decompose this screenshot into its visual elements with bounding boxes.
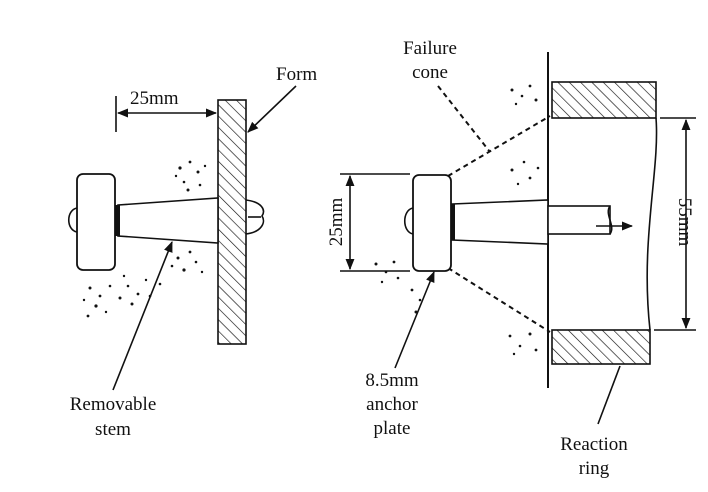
removable-stem bbox=[117, 197, 219, 244]
form-leader bbox=[247, 85, 297, 133]
anchor-label-line1: 8.5mm bbox=[365, 370, 419, 391]
ring-leader bbox=[597, 365, 621, 425]
cover-dimension-label: 25mm bbox=[130, 88, 179, 109]
anchor-label-line2: anchor bbox=[366, 394, 418, 415]
pull-rod-taper bbox=[451, 199, 549, 245]
anchor-nub bbox=[403, 207, 414, 235]
pull-rod bbox=[547, 205, 611, 235]
failure-cone-upper bbox=[447, 115, 551, 177]
insert-disc bbox=[76, 173, 116, 271]
right-figure: 25mm 55mm Failure cone 8.5mm anchor plat… bbox=[326, 38, 696, 479]
ring-dimension-label: 55mm bbox=[674, 198, 695, 247]
anchor-plate bbox=[412, 174, 452, 272]
stem-leader bbox=[112, 240, 173, 391]
stem-label-line2: stem bbox=[95, 419, 131, 440]
failure-label-line1: Failure bbox=[403, 38, 457, 59]
reaction-ring-top bbox=[551, 81, 657, 119]
form-bolt-head bbox=[245, 199, 265, 235]
concrete-aggregate-right bbox=[374, 84, 540, 356]
failure-label-line2: cone bbox=[412, 62, 448, 83]
anchor-label-line3: plate bbox=[374, 418, 411, 439]
rod-thread bbox=[450, 204, 455, 240]
anchor-leader bbox=[394, 270, 435, 369]
plate-dimension-label: 25mm bbox=[326, 198, 347, 247]
ring-label-line2: ring bbox=[579, 458, 610, 479]
failure-cone-lower bbox=[447, 267, 551, 333]
stem-thread bbox=[114, 205, 120, 236]
failure-leader bbox=[437, 85, 491, 153]
rod-break bbox=[607, 205, 613, 235]
reaction-ring-bottom bbox=[551, 329, 651, 365]
form-label: Form bbox=[276, 64, 317, 85]
insert-nub bbox=[67, 207, 78, 233]
stem-label-line1: Removable bbox=[70, 394, 157, 415]
ring-label-line1: Reaction bbox=[560, 434, 628, 455]
reaction-ring-body bbox=[646, 117, 658, 331]
concrete-aggregate bbox=[82, 160, 207, 318]
left-figure: 25mm Form Removable stem bbox=[67, 64, 317, 440]
form-wall bbox=[217, 99, 247, 345]
